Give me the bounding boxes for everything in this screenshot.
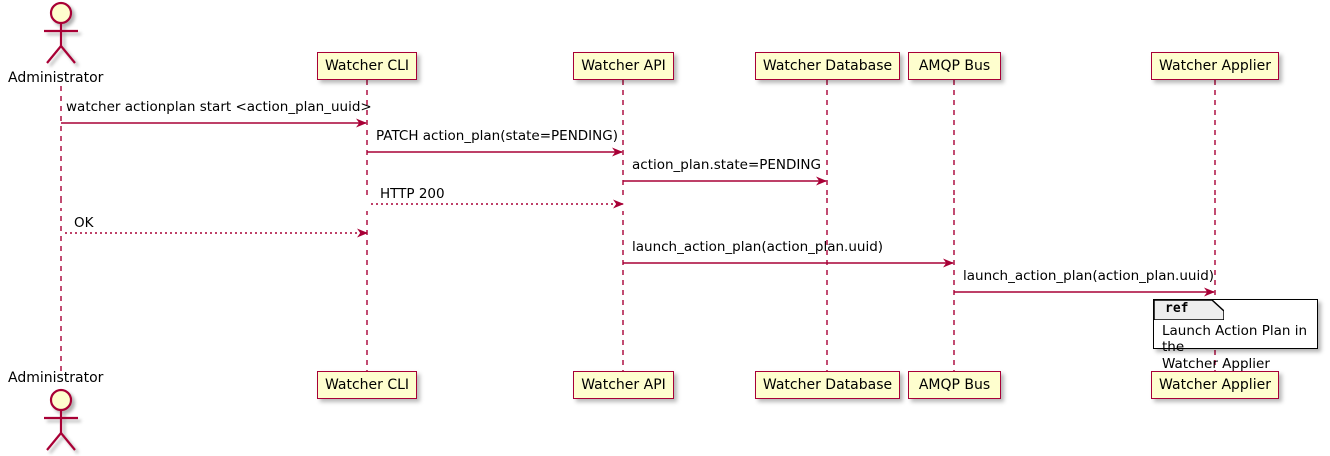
actor-label-administrator-bottom: Administrator [8, 370, 104, 386]
ref-fragment-tab-label: ref [1165, 301, 1189, 316]
message-label-patch-action-plan: PATCH action_plan(state=PENDING) [376, 128, 618, 144]
participant-label-amqp-bus-bottom: AMQP Bus [918, 377, 991, 393]
participant-box-watcher-database-bottom[interactable]: Watcher Database [755, 371, 900, 399]
participant-label-watcher-api: Watcher API [581, 58, 666, 74]
message-label-launch-action-plan-api-to-bus: launch_action_plan(action_plan.uuid) [632, 239, 884, 255]
participant-label-watcher-database: Watcher Database [762, 58, 893, 74]
participant-box-watcher-api-bottom[interactable]: Watcher API [573, 371, 674, 399]
message-label-ok: OK [74, 215, 94, 231]
message-arrow-http200-correction [0, 198, 1330, 211]
participant-box-watcher-database-top[interactable]: Watcher Database [755, 52, 900, 80]
participant-label-watcher-cli-bottom: Watcher CLI [324, 377, 410, 393]
participant-box-watcher-cli-top[interactable]: Watcher CLI [317, 52, 417, 80]
message-label-action-plan-state-pending: action_plan.state=PENDING [632, 157, 821, 173]
ref-fragment-tab [1154, 300, 1224, 320]
participant-box-watcher-applier-bottom[interactable]: Watcher Applier [1151, 371, 1279, 399]
participant-box-amqp-bus-top[interactable]: AMQP Bus [908, 52, 1001, 80]
participant-label-watcher-database-bottom: Watcher Database [762, 377, 893, 393]
message-label-watcher-actionplan-start: watcher actionplan start <action_plan_uu… [66, 99, 372, 115]
participant-box-amqp-bus-bottom[interactable]: AMQP Bus [908, 371, 1001, 399]
participant-label-amqp-bus: AMQP Bus [918, 58, 991, 74]
actor-label-administrator-top: Administrator [8, 70, 104, 86]
actor-figure-top [44, 1, 78, 64]
participant-box-watcher-applier-top[interactable]: Watcher Applier [1151, 52, 1279, 80]
ref-fragment: ref Launch Action Plan in the Watcher Ap… [1153, 299, 1318, 372]
participant-label-watcher-cli: Watcher CLI [324, 58, 410, 74]
message-label-http-200: HTTP 200 [380, 186, 445, 202]
message-label-launch-action-plan-bus-to-applier: launch_action_plan(action_plan.uuid) [963, 268, 1215, 284]
participant-label-watcher-applier: Watcher Applier [1159, 58, 1271, 74]
participant-label-watcher-api-bottom: Watcher API [581, 377, 666, 393]
actor-figure-bottom [44, 388, 78, 451]
ref-fragment-body: Launch Action Plan in the Watcher Applie… [1162, 323, 1308, 372]
participant-box-watcher-cli-bottom[interactable]: Watcher CLI [317, 371, 417, 399]
participant-box-watcher-api-top[interactable]: Watcher API [573, 52, 674, 80]
participant-label-watcher-applier-bottom: Watcher Applier [1159, 377, 1271, 393]
